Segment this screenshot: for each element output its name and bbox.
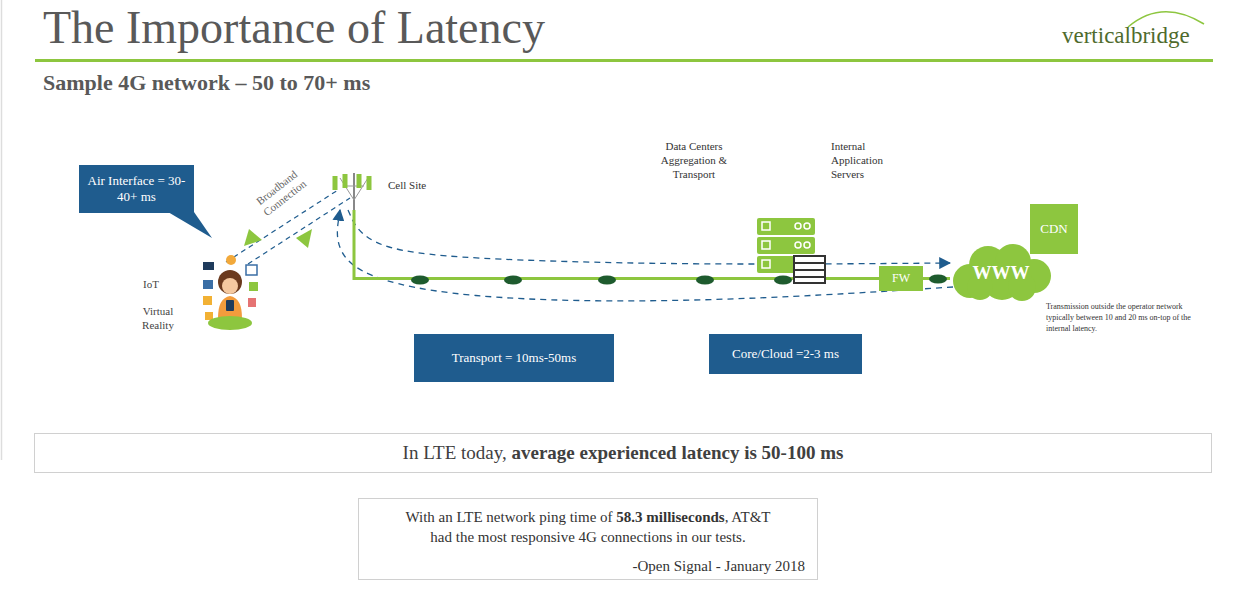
link-node: [696, 276, 714, 285]
server-light: [804, 223, 810, 229]
face: [222, 278, 238, 294]
box-text: FW: [892, 271, 910, 286]
summary-band: In LTE today,average experienced latency…: [34, 433, 1212, 473]
link-node: [929, 275, 947, 284]
link-node: [411, 276, 429, 285]
box-text: Air Interface = 30-40+ ms: [85, 173, 188, 206]
switch-unit: [794, 256, 825, 283]
firewall-box: FW: [879, 266, 923, 291]
title-rule: [35, 59, 1213, 62]
site-label: Internal Application Servers: [831, 140, 901, 181]
tower-symbol: [326, 170, 376, 210]
app-icon: [226, 255, 236, 265]
cell-site: Cell Site: [326, 170, 436, 210]
dashed-arrow: [337, 210, 953, 301]
device-label: IoT: [136, 278, 166, 290]
link-node: [504, 276, 522, 285]
antenna-panel: [343, 174, 348, 188]
switch-line: [794, 269, 825, 271]
server-light: [762, 222, 770, 230]
link-node: [774, 276, 792, 285]
antenna-panel: [357, 174, 362, 188]
app-icon: [205, 312, 213, 320]
app-icon: [203, 296, 212, 305]
box-text: -Open Signal - January 2018: [397, 556, 805, 576]
app-icon: [203, 262, 214, 270]
box-text: Transport = 10ms-50ms: [452, 350, 577, 366]
body: [218, 296, 242, 318]
legs: [208, 316, 252, 330]
broadband-arrow: [296, 229, 312, 248]
site-label: Data Centers Aggregation & Transport: [648, 140, 740, 181]
hair: [218, 270, 242, 294]
page-border: [1, 0, 3, 460]
dashed-arrow: [348, 210, 950, 264]
latency-callout: Air Interface = 30-40+ ms: [79, 165, 194, 213]
broadband-arrow: [244, 229, 262, 246]
server-light: [795, 242, 801, 248]
antenna-panel: [333, 176, 338, 190]
server-unit: [757, 237, 815, 254]
box-text: With an LTE network ping time of: [405, 509, 612, 525]
footnote: Transmission outside the operator networ…: [1046, 302, 1206, 334]
quote-box: With an LTE network ping time of58.3 mil…: [358, 498, 818, 580]
switch-line: [794, 276, 825, 278]
switch-line: [794, 262, 825, 264]
app-icon: [249, 282, 258, 291]
app-icon: [248, 298, 256, 307]
latency-callout: Transport = 10ms-50ms: [414, 334, 614, 382]
server-unit: [757, 218, 815, 235]
server-light: [762, 241, 770, 249]
server-light: [795, 223, 801, 229]
box-text: Cell Site: [388, 179, 426, 191]
page-title: The Importance of Latency: [43, 0, 545, 55]
box-text: 58.3 milliseconds: [616, 509, 724, 525]
user-figure: [203, 255, 258, 330]
box-text: WWW: [973, 262, 1030, 284]
antenna-panel: [367, 176, 372, 190]
subtitle: Sample 4G network – 50 to 70+ ms: [43, 70, 370, 96]
box-text: average experienced latency is 50-100 ms: [512, 442, 844, 464]
callout-pointer: [168, 212, 212, 238]
link-node: [598, 276, 616, 285]
link-label: Broadband Connection: [247, 162, 315, 223]
app-icon: [246, 265, 257, 275]
box-text: In LTE today,: [403, 442, 507, 464]
box-text: Core/Cloud =2-3 ms: [732, 346, 839, 362]
phone: [226, 300, 234, 311]
server-symbol: [757, 218, 825, 283]
app-icon: [203, 280, 213, 289]
latency-callout: Core/Cloud =2-3 ms: [709, 334, 862, 374]
server-light: [762, 260, 770, 268]
server-light: [804, 242, 810, 248]
tower-mast: [353, 173, 355, 210]
box-text: CDN: [1040, 221, 1067, 237]
cdn-box: CDN: [1030, 204, 1078, 254]
device-label: Virtual Reality: [134, 305, 182, 333]
company-logo: verticalbridge: [1062, 23, 1190, 49]
